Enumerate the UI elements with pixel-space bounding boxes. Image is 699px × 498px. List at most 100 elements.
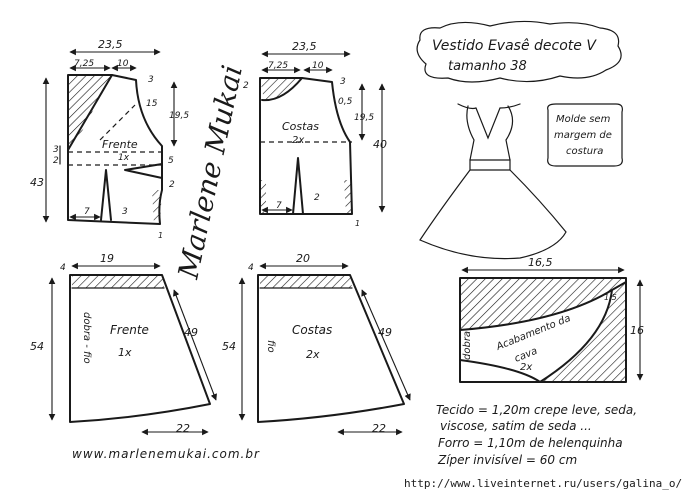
front-shoulder-label: 10 [117, 59, 129, 69]
back-skirt-side-dim [361, 289, 411, 401]
dress-shoulders [457, 103, 521, 110]
front-skirt-drop-label: 4 [60, 263, 66, 273]
front-bodice-name: Frente [102, 138, 138, 151]
back-hem-label: 1 [355, 219, 360, 228]
front-skirt-height-label: 54 [30, 340, 44, 353]
website-url: www.marlenemukai.com.br [72, 447, 260, 461]
front-side-dart [124, 163, 163, 179]
back-waist-dart-label: 7 [276, 201, 282, 211]
back-side-hatch [344, 180, 352, 214]
materials-zipper: Zíper invisível = 60 cm [437, 453, 577, 467]
dress-right-sleeve [505, 105, 514, 161]
dress-skirt [419, 169, 567, 260]
front-dart-low-label: 2 [169, 180, 175, 190]
back-bodice-count: 2x [292, 135, 304, 146]
front-height-label: 43 [30, 176, 44, 189]
front-skirt-waist-hatch [72, 275, 164, 288]
facing-fold: dobra [462, 331, 473, 360]
back-shoulder-drop-label: 0,5 [338, 97, 353, 107]
front-dart-depth-label: 3 [122, 207, 128, 217]
front-neck-label: 7,25 [74, 59, 94, 69]
back-skirt-side-label: 49 [378, 326, 392, 339]
front-armhole-label: 15 [146, 99, 158, 109]
materials-fabric: Tecido = 1,20m crepe leve, seda, [436, 403, 637, 417]
front-side-label: 19,5 [169, 111, 189, 121]
title-cloud-outline [416, 20, 622, 83]
back-neck-hatch [260, 78, 302, 101]
front-bust-a-label: 3 [53, 145, 59, 155]
materials-lining: Forro = 1,10m de helenquinha [438, 436, 623, 450]
front-hem-label: 1 [158, 231, 163, 240]
back-skirt-top-label: 20 [296, 252, 310, 265]
back-bodice-outline [259, 77, 353, 215]
front-bust-b-label: 2 [53, 156, 59, 166]
back-skirt-count: 2x [306, 348, 320, 361]
front-skirt-hem-label: 22 [176, 422, 190, 435]
back-top-label: 3 [340, 77, 346, 87]
dress-left-sleeve [466, 105, 475, 161]
front-dart-side-label: 5 [168, 156, 174, 166]
watermark-url: http://www.liveinternet.ru/users/galina_… [404, 477, 682, 490]
dress-sketch [419, 103, 567, 260]
front-v-neckline [67, 74, 113, 151]
front-skirt-side-label: 49 [184, 326, 198, 339]
note-box-outline [547, 103, 623, 167]
back-side-label: 19,5 [354, 113, 374, 123]
signature: Marlene Mukai [171, 62, 249, 282]
facing-hatch [460, 278, 626, 382]
front-bodice-count: 1x [118, 153, 130, 163]
front-width-label: 23,5 [98, 38, 123, 51]
facing-count: 2x [520, 362, 532, 373]
front-skirt-outline [69, 274, 211, 423]
back-center-hatch [260, 180, 266, 214]
back-width-label: 23,5 [292, 40, 317, 53]
materials-fabric2: viscose, satim de seda ... [440, 419, 592, 433]
back-shoulder-label: 10 [312, 61, 324, 71]
facing-lower-curve [459, 281, 627, 383]
front-skirt-piece: 19 4 54 49 22 Frente 1x dobra - fio [30, 252, 217, 436]
back-neckline [261, 77, 303, 102]
back-waist-dart [292, 157, 304, 215]
back-skirt-waist-hatch [260, 275, 352, 288]
title-line1: Vestido Evasê decote V [432, 38, 597, 54]
back-skirt-piece: 20 4 54 49 22 Costas 2x fio [222, 252, 411, 436]
front-waist-dart-label: 7 [84, 207, 90, 217]
facing-corner-label: 1,5 [604, 293, 617, 302]
front-grain-line [99, 104, 136, 141]
back-bodice-name: Costas [282, 120, 319, 133]
front-skirt-fold: dobra - fio [81, 312, 92, 364]
note-line2: margem de [554, 130, 612, 141]
front-top-label: 3 [148, 75, 154, 85]
back-neck-label: 7,25 [268, 61, 288, 71]
facing-height-label: 16 [630, 324, 644, 337]
note-box: Molde sem margem de costura [547, 103, 623, 167]
dress-v-neck [475, 107, 501, 140]
facing-width-label: 16,5 [528, 256, 553, 269]
back-dart-depth-label: 2 [314, 193, 320, 203]
front-skirt-count: 1x [118, 346, 132, 359]
back-skirt-drop-label: 4 [248, 263, 254, 273]
dress-waistband [469, 159, 511, 171]
back-skirt-name: Costas [292, 323, 332, 337]
armhole-facing-piece: 16,5 16 1,5 Acabamento da cava 2x dobra [459, 256, 644, 383]
back-neck-depth-label: 2 [243, 81, 249, 91]
front-skirt-name: Frente [110, 323, 149, 337]
back-skirt-outline [257, 274, 405, 423]
materials-notes: Tecido = 1,20m crepe leve, seda, viscose… [436, 403, 637, 467]
front-waist-dart [100, 169, 112, 221]
back-skirt-hem-label: 22 [372, 422, 386, 435]
back-height-label: 40 [373, 138, 387, 151]
front-skirt-top-label: 19 [100, 252, 114, 265]
title-cloud: Vestido Evasê decote V tamanho 38 [416, 20, 622, 83]
front-skirt-side-dim [173, 289, 217, 401]
back-skirt-height-label: 54 [222, 340, 236, 353]
back-skirt-fold: fio [265, 340, 276, 353]
note-line3: costura [566, 146, 603, 157]
front-side-hatch [152, 190, 162, 224]
title-line2: tamanho 38 [448, 59, 527, 74]
front-bodice-piece: 23,5 7,25 10 3 15 19,5 43 3 2 5 2 7 3 1 … [30, 38, 189, 240]
note-line1: Molde sem [556, 114, 611, 125]
back-bodice-piece: 23,5 7,25 10 3 2 0,5 19,5 40 7 2 1 Costa… [243, 40, 387, 228]
